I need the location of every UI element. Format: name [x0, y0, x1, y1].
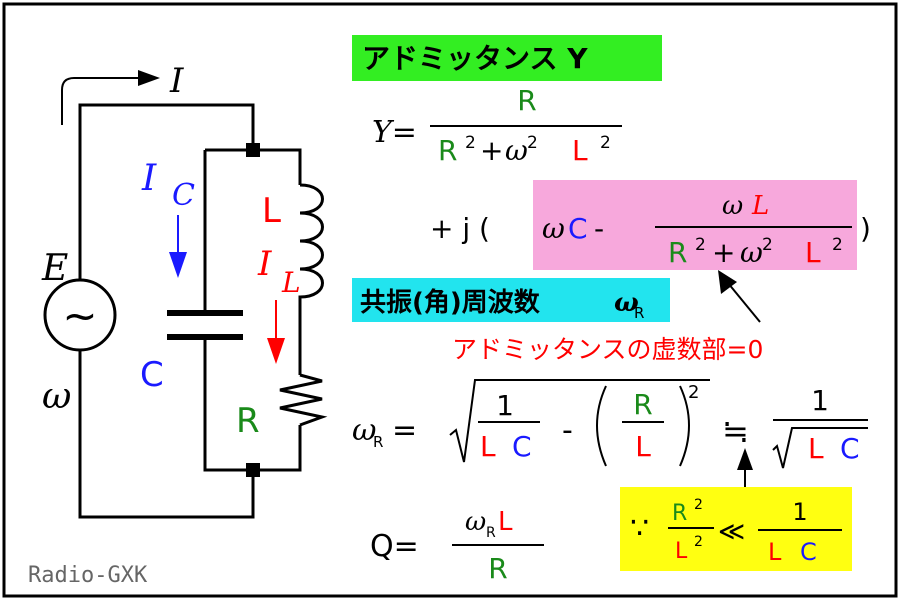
res-frac-r: R — [633, 388, 652, 421]
res-left-paren — [596, 385, 607, 467]
wire-top — [78, 103, 255, 300]
admittance-lhs: Y= — [372, 115, 417, 150]
resonance-title-sub: R — [634, 304, 644, 322]
imag-omega: ω — [542, 212, 565, 245]
condition-one: 1 — [792, 498, 807, 526]
q-num-sub: R — [486, 525, 496, 541]
annotation-arrowhead — [718, 270, 737, 294]
q-num-l: L — [498, 507, 513, 537]
res-square: 2 — [688, 382, 699, 403]
imag-den-omega: ω — [740, 236, 763, 269]
wire-bottom — [78, 330, 255, 519]
imag-den-r-exp: 2 — [695, 235, 706, 255]
admittance-denominator: R 2 + ω 2 L 2 — [438, 133, 611, 167]
imag-minus: - — [594, 212, 604, 245]
res-frac-l: L — [635, 430, 651, 463]
condition-much-less: ≪ — [718, 517, 745, 547]
res-one: 1 — [496, 389, 514, 422]
res-minus: - — [562, 413, 573, 448]
current-l-subscript: L — [281, 266, 301, 299]
capacitor-plate-top — [167, 310, 243, 316]
condition-arrowhead — [737, 448, 753, 470]
resonance-title-bg — [352, 278, 670, 322]
inductor-label: L — [262, 191, 281, 231]
imag-den-l-exp: 2 — [832, 235, 843, 255]
watermark: Radio-GXK — [28, 563, 148, 588]
resonance-title: 共振(角)周波数 — [360, 287, 541, 318]
resistor-label: R — [236, 401, 260, 441]
admittance-title-bg — [352, 35, 662, 81]
q-den: R — [488, 552, 507, 585]
current-arrowhead-total — [138, 70, 160, 86]
res-lhs-sub: R — [373, 433, 383, 451]
resonance-title-omega: ω — [614, 288, 639, 318]
imag-den-l: L — [805, 236, 821, 269]
den-r-exp: 2 — [465, 133, 476, 153]
current-c-label: I — [141, 158, 157, 199]
den-l: L — [572, 134, 588, 167]
omega-label: ω — [42, 376, 71, 417]
res-eq: = — [392, 413, 417, 448]
res-lc-l: L — [480, 430, 496, 463]
line2-prefix: + j ( — [430, 212, 490, 245]
current-arrow-total — [61, 77, 142, 125]
condition-because: ∵ — [630, 511, 649, 546]
imag-den-r: R — [668, 236, 687, 269]
imag-denominator: R 2 + ω 2 L 2 — [668, 235, 843, 269]
resistor-zigzag — [279, 373, 328, 427]
imaginary-zero-annotation: アドミッタンスの虚数部=0 — [452, 335, 763, 364]
imag-num-l: L — [751, 191, 769, 221]
res-right-paren — [679, 385, 690, 467]
current-c-subscript: C — [172, 178, 195, 213]
condition-l: L — [675, 539, 688, 564]
condition-r-exp: 2 — [694, 497, 703, 513]
wire-upper-bus — [205, 148, 302, 185]
capacitor-label: C — [140, 355, 164, 395]
current-l-label: I — [257, 244, 272, 284]
current-l-arrowhead — [267, 338, 285, 364]
ac-source-symbol: ~ — [62, 291, 97, 340]
res-one-2: 1 — [811, 384, 829, 417]
condition-lc-l: L — [768, 538, 782, 566]
line2-suffix: ) — [860, 212, 871, 245]
sqrt-sign-2 — [772, 427, 868, 469]
circuit — [78, 103, 328, 519]
imag-c: C — [568, 212, 588, 245]
source-voltage-label: E — [41, 248, 68, 289]
junction-top — [246, 143, 260, 157]
den-omega-exp: 2 — [527, 133, 538, 153]
den-omega: ω — [505, 134, 528, 167]
annotation-arrow — [727, 282, 761, 323]
current-c-arrowhead — [169, 252, 187, 278]
current-total-label: I — [169, 61, 184, 101]
imaginary-part-bg — [533, 180, 857, 270]
q-num-omega: ω — [465, 507, 486, 537]
admittance-title: アドミッタンス Y — [362, 42, 588, 75]
res-approx: ≒ — [722, 412, 749, 450]
junction-bottom — [246, 463, 260, 477]
condition-lc-c: C — [800, 538, 817, 566]
q-lhs: Q= — [370, 529, 419, 564]
res-lc2-c: C — [840, 432, 860, 465]
den-plus: + — [480, 134, 503, 167]
res-lc-c: C — [512, 430, 532, 463]
imag-den-plus: + — [712, 236, 735, 269]
den-l-exp: 2 — [600, 133, 611, 153]
imag-den-omega-exp: 2 — [762, 235, 773, 255]
admittance-numerator: R — [517, 84, 536, 117]
ac-source — [43, 278, 117, 352]
condition-l-exp: 2 — [694, 534, 703, 550]
res-lc2-l: L — [808, 432, 824, 465]
res-lhs-omega: ω — [352, 413, 376, 448]
condition-r: R — [672, 501, 687, 526]
inductor-coil — [298, 183, 324, 305]
sqrt-sign — [449, 379, 710, 463]
capacitor-plate-bottom — [167, 334, 243, 340]
den-r: R — [438, 134, 457, 167]
imag-num-omega: ω — [722, 191, 743, 221]
